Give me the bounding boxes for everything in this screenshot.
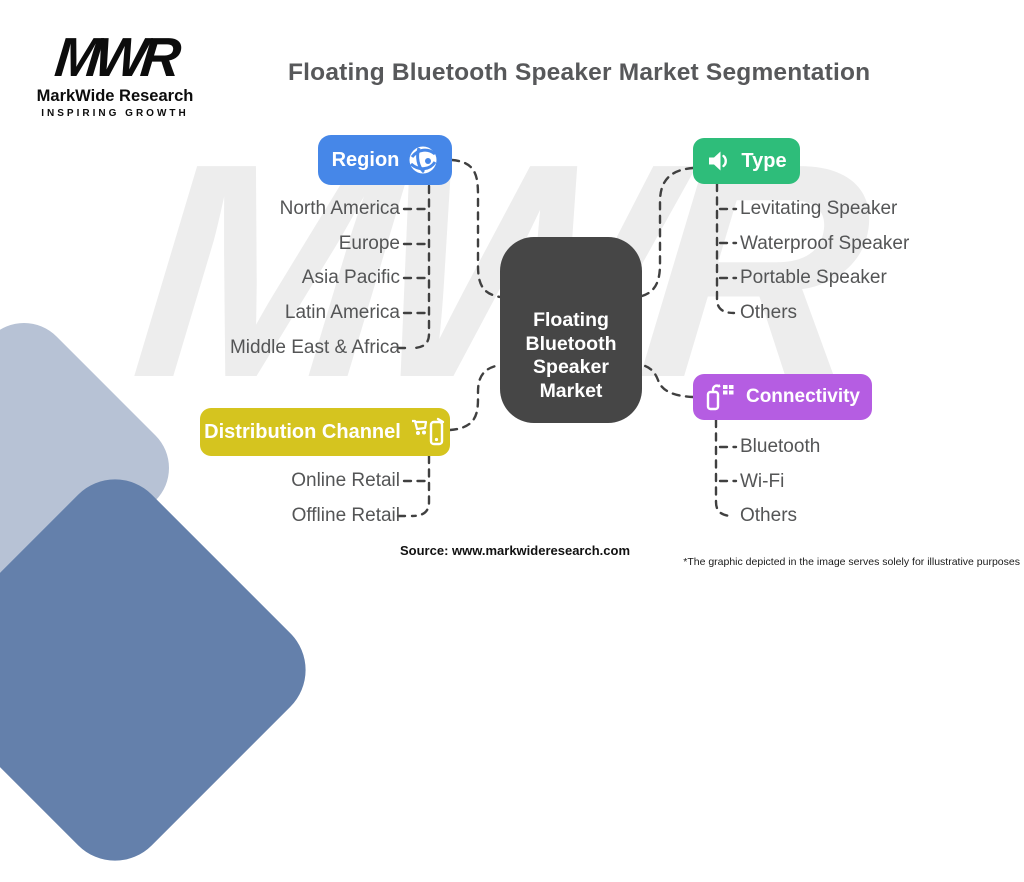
connector-lines <box>396 158 738 518</box>
disclaimer-text: *The graphic depicted in the image serve… <box>683 556 1020 568</box>
list-item[interactable]: Levitating Speaker <box>740 198 898 220</box>
branch-node-connectivity[interactable]: Connectivity <box>693 374 872 420</box>
speaker-icon <box>706 148 732 174</box>
logo-company-name: MarkWide Research <box>36 87 194 105</box>
distribution-channel-label: Distribution Channel <box>204 420 401 443</box>
region-label: Region <box>331 148 400 171</box>
logo-tagline: INSPIRING GROWTH <box>41 108 189 119</box>
list-item[interactable]: North America <box>279 198 400 220</box>
center-line-2: Bluetooth <box>525 332 617 355</box>
branch-node-type[interactable]: Type <box>693 138 800 184</box>
type-label: Type <box>741 149 787 172</box>
list-item[interactable]: Others <box>740 302 798 324</box>
page-title: Floating Bluetooth Speaker Market Segmen… <box>288 59 871 86</box>
list-item[interactable]: Offline Retail <box>291 504 400 526</box>
connectivity-item-list: Bluetooth Wi-Fi Others <box>740 430 820 534</box>
region-item-list: North America Europe Asia Pacific Latin … <box>60 192 400 365</box>
list-item[interactable]: Wi-Fi <box>740 470 785 492</box>
markwide-logo: MWR MarkWide Research INSPIRING GROWTH <box>30 26 200 119</box>
center-market-node[interactable]: Floating Bluetooth Speaker Market <box>500 237 642 423</box>
logo-monogram: MWR <box>52 26 179 88</box>
globe-icon <box>408 145 438 175</box>
list-item[interactable]: Bluetooth <box>740 436 821 458</box>
type-item-list: Levitating Speaker Waterproof Speaker Po… <box>740 192 909 330</box>
source-text: Source: www.markwideresearch.com <box>400 543 631 558</box>
distribution-channel-item-list: Online Retail Offline Retail <box>100 464 400 533</box>
list-item[interactable]: Latin America <box>284 302 400 324</box>
center-line-3: Speaker <box>533 356 609 378</box>
list-item[interactable]: Portable Speaker <box>740 267 887 289</box>
cart-phone-icon <box>410 417 446 447</box>
list-item[interactable]: Middle East & Africa <box>229 336 400 358</box>
list-item[interactable]: Waterproof Speaker <box>740 232 910 254</box>
list-item[interactable]: Europe <box>338 232 400 254</box>
list-item[interactable]: Online Retail <box>291 470 400 492</box>
center-line-1: Floating <box>533 309 609 331</box>
connectivity-label: Connectivity <box>745 386 861 407</box>
phone-sync-icon <box>705 382 737 412</box>
list-item[interactable]: Others <box>740 505 798 527</box>
center-line-4: Market <box>539 379 603 402</box>
branch-node-distribution-channel[interactable]: Distribution Channel <box>200 408 450 456</box>
list-item[interactable]: Asia Pacific <box>301 267 400 289</box>
branch-node-region[interactable]: Region <box>318 135 452 185</box>
